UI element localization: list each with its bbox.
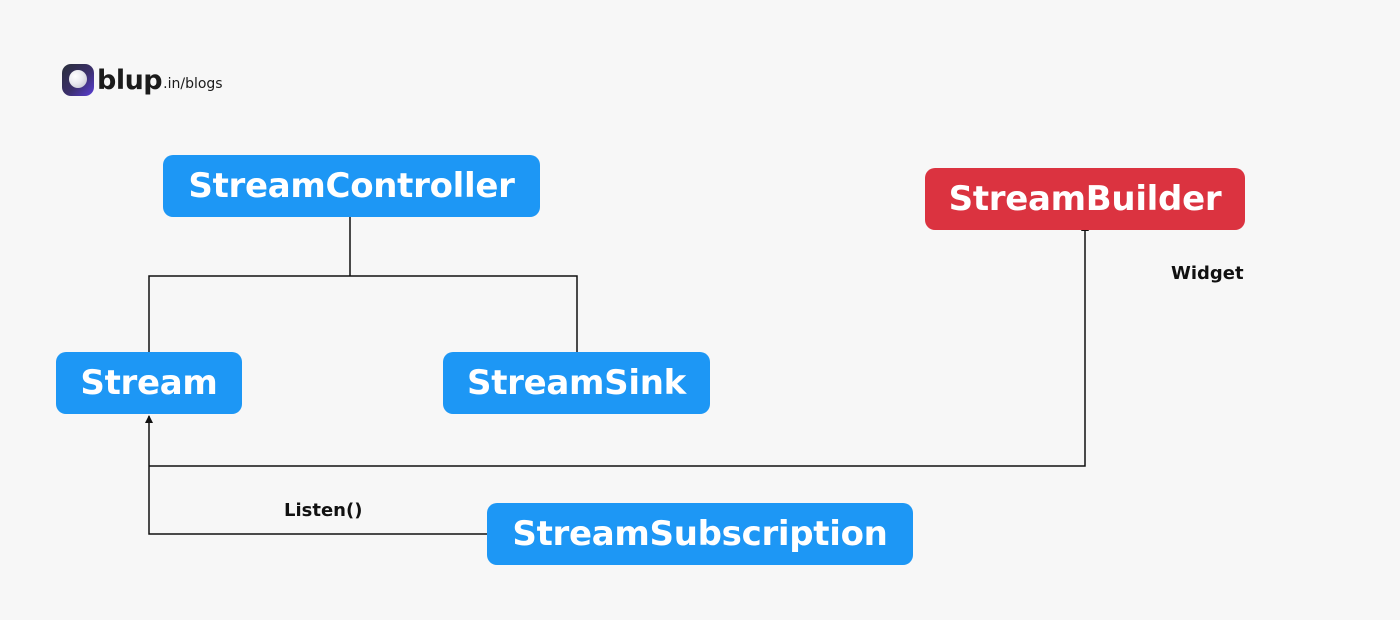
brand-name: blup xyxy=(97,65,163,96)
blup-logo-icon xyxy=(62,64,94,96)
brand-suffix: .in/blogs xyxy=(163,76,223,92)
stream-to-builder-arrow xyxy=(149,223,1089,467)
label-listen: Listen() xyxy=(284,500,363,521)
label-widget: Widget xyxy=(1171,263,1244,284)
brand-logo: blup .in/blogs xyxy=(62,62,223,96)
node-stream-builder: StreamBuilder xyxy=(925,168,1245,230)
controller-to-stream-arrow xyxy=(145,275,350,360)
node-stream: Stream xyxy=(56,352,242,414)
node-stream-subscription: StreamSubscription xyxy=(487,503,913,565)
node-stream-controller: StreamController xyxy=(163,155,540,217)
stream-to-subscription-arrow xyxy=(148,466,521,538)
controller-to-sink-arrow xyxy=(350,275,581,360)
node-stream-sink: StreamSink xyxy=(443,352,710,414)
